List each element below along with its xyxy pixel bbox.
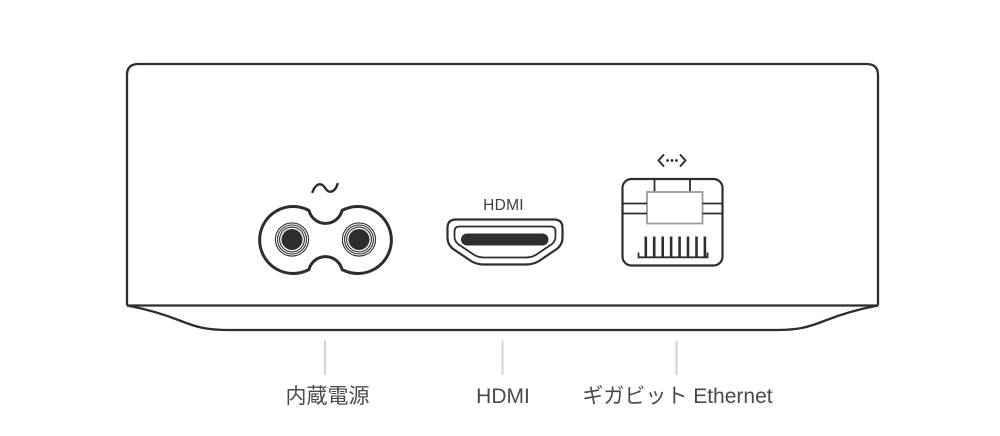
ethernet-port-top-keys xyxy=(653,180,691,192)
power-port-outline xyxy=(258,205,393,275)
device-panel-outline xyxy=(125,62,880,306)
caption-hdmi: HDMI xyxy=(476,385,530,408)
ethernet-arrows-icon xyxy=(657,154,687,167)
power-port xyxy=(258,182,393,275)
ac-tilde-icon xyxy=(311,182,339,194)
hdmi-port xyxy=(446,218,564,266)
power-pin-right xyxy=(341,222,377,257)
ethernet-port-cavity xyxy=(646,191,704,225)
hdmi-slot xyxy=(461,233,549,246)
caption-power: 内蔵電源 xyxy=(285,385,370,408)
ethernet-port-side-notches xyxy=(623,202,722,215)
device-base-skirt xyxy=(126,304,879,332)
hdmi-port-label: HDMI xyxy=(483,197,524,214)
hdmi-port-outline xyxy=(446,218,564,266)
power-pin-left xyxy=(274,222,310,257)
ethernet-port xyxy=(621,154,724,267)
hdmi-port-inner-outline xyxy=(453,225,557,259)
ethernet-port-pins xyxy=(644,236,707,258)
leader-lines xyxy=(323,340,678,375)
device-outline xyxy=(125,62,880,332)
caption-ethernet: ギガビット Ethernet xyxy=(582,385,773,408)
ethernet-port-outline xyxy=(621,177,724,267)
ethernet-port-pin-tray xyxy=(637,252,709,259)
